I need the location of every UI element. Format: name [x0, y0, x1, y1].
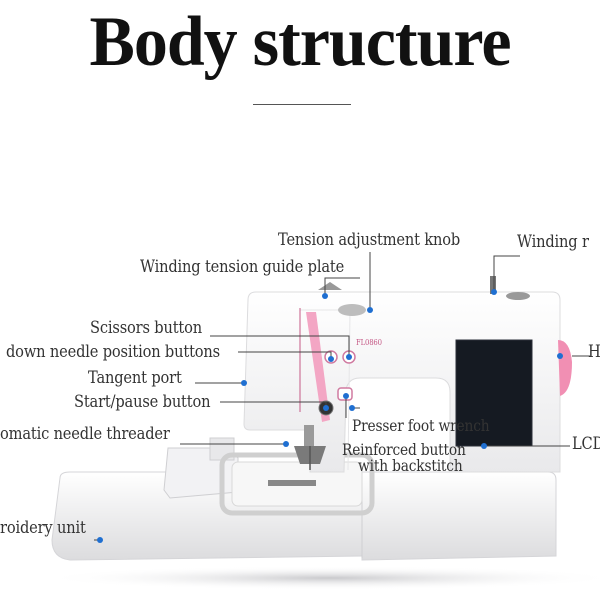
label-presser-wrench: Presser foot wrench [352, 416, 490, 435]
label-winding-plate: Winding tension guide plate [140, 257, 345, 277]
label-scissors: Scissors button [90, 318, 203, 338]
handwheel [558, 340, 572, 396]
needle-bar [304, 425, 314, 447]
machine-base [354, 471, 557, 561]
label-handwheel: H [588, 342, 600, 362]
label-embroidery-unit: roidery unit [0, 518, 86, 538]
label-threader: omatic needle threader [0, 424, 170, 444]
label-needle-position: down needle position buttons [6, 342, 220, 362]
title-divider [253, 104, 351, 105]
label-lcd: LCD [572, 434, 600, 454]
model-label: FL0860 [356, 338, 382, 347]
label-reinforced-2: with backstitch [358, 456, 463, 475]
label-reinforced-1: Reinforced button [342, 440, 466, 459]
label-tension-knob: Tension adjustment knob [278, 230, 461, 250]
thread-guide [318, 282, 342, 290]
lcd-screen [455, 339, 533, 447]
label-start-pause: Start/pause button [74, 392, 211, 412]
page-title: Body structure [89, 1, 511, 81]
thread-strip [306, 312, 330, 422]
floor-shadow [40, 566, 600, 590]
label-winding-rod: Winding r [517, 232, 589, 252]
spool-pin [490, 276, 496, 294]
label-tangent-port: Tangent port [88, 368, 182, 388]
